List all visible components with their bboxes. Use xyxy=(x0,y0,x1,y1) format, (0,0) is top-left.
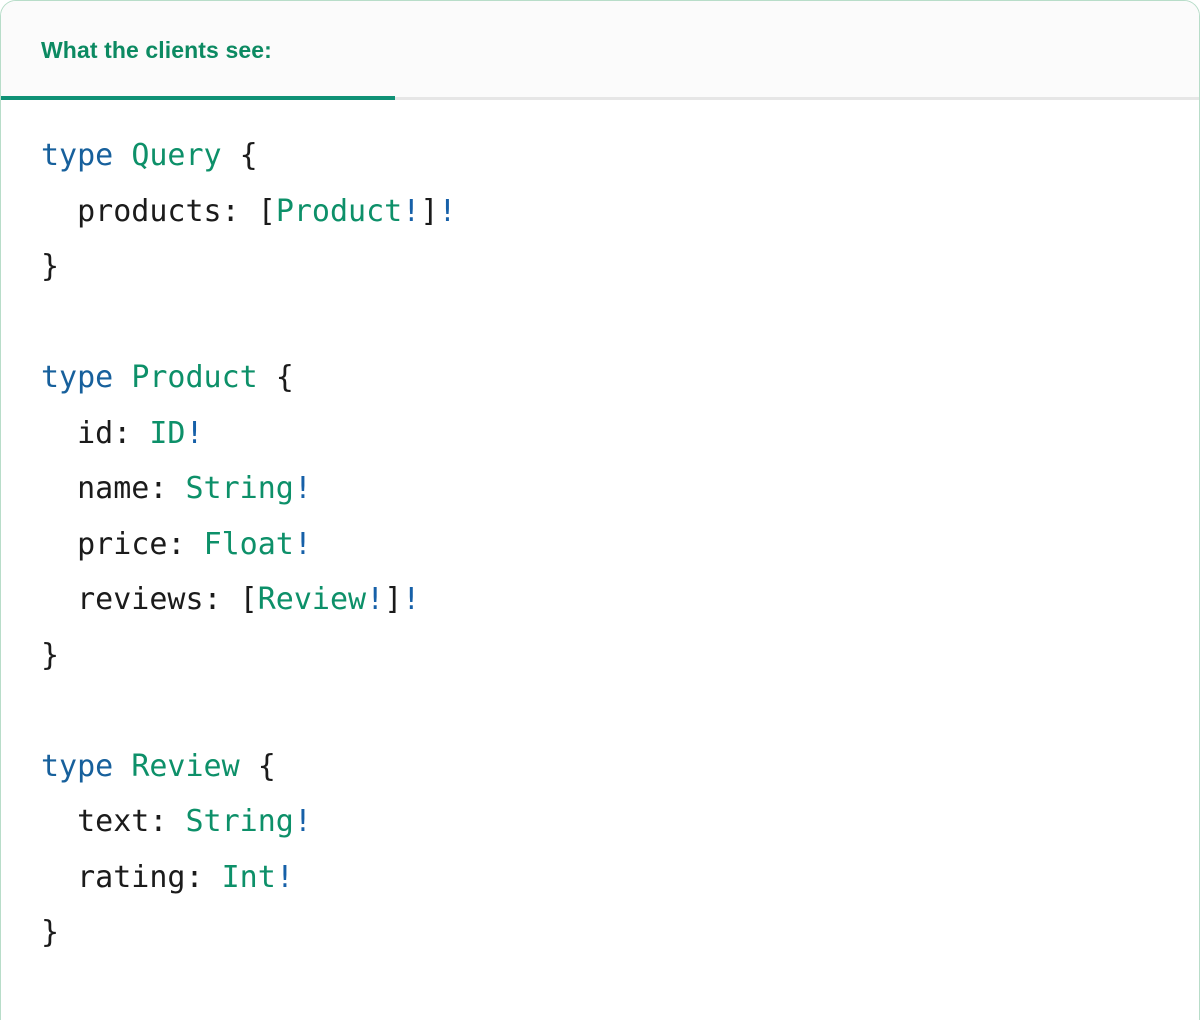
code-token-punc: { xyxy=(239,748,276,784)
code-token-punc: { xyxy=(257,360,294,395)
code-token-punc: ] xyxy=(420,193,439,229)
code-token-punc xyxy=(113,749,131,784)
graphql-schema-code: type Query { products: [Product!]! } typ… xyxy=(41,128,1159,961)
code-token-tname: Review xyxy=(257,582,367,617)
code-token-punc: { xyxy=(221,138,258,173)
code-token-punc xyxy=(167,471,185,506)
code-token-tname: Review xyxy=(131,748,240,784)
code-token-fname: text: xyxy=(41,804,168,839)
code-token-bang: ! xyxy=(366,582,385,617)
code-token-punc xyxy=(186,527,204,562)
code-pane: type Query { products: [Product!]! } typ… xyxy=(1,100,1199,1001)
code-token-bang: ! xyxy=(185,415,204,451)
code-token-punc: } xyxy=(41,249,60,284)
code-token-punc: ] xyxy=(384,582,403,617)
code-token-punc: [ xyxy=(221,582,258,617)
code-token-fname: id: xyxy=(41,415,132,451)
code-token-punc: [ xyxy=(239,193,276,229)
code-token-kw: type xyxy=(41,748,114,784)
code-token-tname: Query xyxy=(131,138,222,173)
code-token-scalar: Int xyxy=(221,859,276,895)
code-token-fname: reviews: xyxy=(41,582,222,617)
code-token-fname: price: xyxy=(41,526,186,562)
code-token-bang: ! xyxy=(293,526,312,562)
code-token-scalar: Float xyxy=(203,526,294,562)
code-token-bang: ! xyxy=(402,193,421,229)
code-token-kw: type xyxy=(41,138,114,173)
code-token-bang: ! xyxy=(293,471,312,506)
code-token-punc: } xyxy=(41,915,60,950)
code-token-scalar: String xyxy=(185,471,294,506)
code-token-bang: ! xyxy=(293,804,312,839)
code-token-punc xyxy=(131,416,149,451)
code-token-bang: ! xyxy=(275,859,294,895)
code-token-kw: type xyxy=(41,360,114,395)
code-token-punc xyxy=(167,804,185,839)
tab-what-the-clients-see[interactable]: What the clients see: xyxy=(1,1,395,100)
code-token-punc xyxy=(204,860,222,895)
code-token-punc xyxy=(113,360,131,395)
tab-label: What the clients see: xyxy=(41,37,272,63)
code-token-punc xyxy=(113,138,131,173)
code-token-punc: } xyxy=(41,637,60,673)
code-token-scalar: ID xyxy=(149,415,186,451)
code-token-bang: ! xyxy=(402,582,421,617)
code-token-tname: Product xyxy=(131,360,258,395)
code-token-fname: rating: xyxy=(41,859,204,895)
code-token-fname: name: xyxy=(41,471,168,506)
code-token-bang: ! xyxy=(438,193,457,229)
tab-bar: What the clients see: xyxy=(1,1,1199,100)
code-token-scalar: String xyxy=(185,804,294,839)
code-token-fname: products: xyxy=(41,193,240,229)
code-token-tname: Product xyxy=(275,193,403,229)
